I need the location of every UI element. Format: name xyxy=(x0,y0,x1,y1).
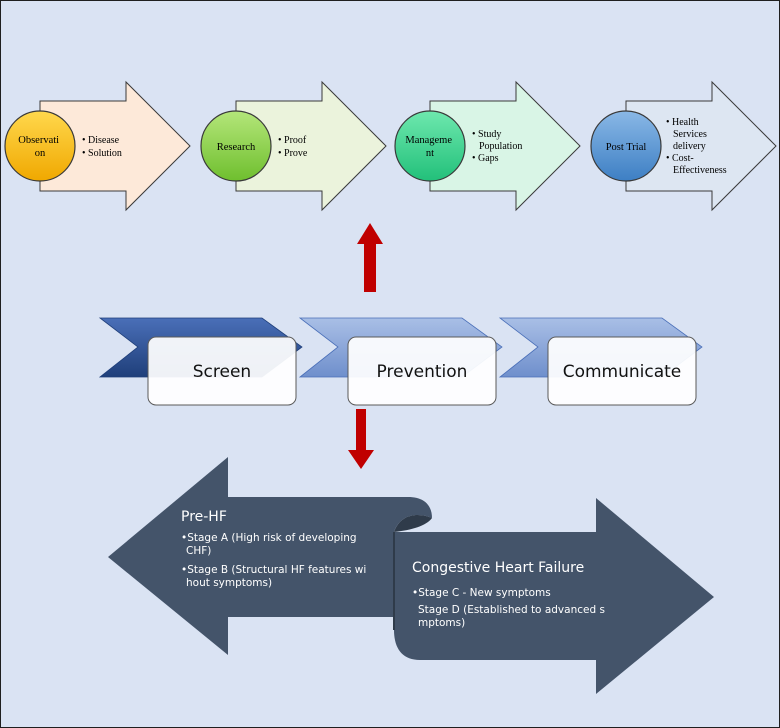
process-box xyxy=(547,336,697,406)
phase-bullets: • Health Services delivery • Cost- Effec… xyxy=(666,117,727,176)
phase-bullets: • Disease • Solution xyxy=(82,135,122,159)
phase-management: Manageme nt • Study Population • Gaps xyxy=(394,80,581,212)
phase-arrow xyxy=(235,80,387,212)
phase-research: Research • Proof • Prove xyxy=(200,80,387,212)
phase-arrow xyxy=(429,80,581,212)
process-box-screen: Screen xyxy=(147,336,297,406)
phase-circle xyxy=(4,110,76,182)
phase-circle-label: Manageme nt xyxy=(405,135,454,159)
chf-items: •Stage C - New symptoms Stage D (Establi… xyxy=(412,587,608,629)
process-label: Prevention xyxy=(377,362,468,382)
phase-arrow xyxy=(625,80,777,212)
process-box xyxy=(147,336,297,406)
scroll-curl xyxy=(394,514,432,532)
chf-arrow xyxy=(394,498,714,694)
phase-post-trial: Post Trial • Health Services delivery • … xyxy=(590,80,777,212)
phase-circle xyxy=(200,110,272,182)
phase-bullets: • Proof • Prove xyxy=(278,135,309,159)
phase-circle-label: Post Trial xyxy=(606,142,647,153)
process-row: Screen Prevention Communicate xyxy=(98,317,703,406)
heart-failure-arrows: Pre-HF •Stage A (High risk of developing… xyxy=(108,457,714,694)
phase-circle xyxy=(590,110,662,182)
process-box-communicate: Communicate xyxy=(547,336,697,406)
process-box-prevention: Prevention xyxy=(347,336,497,406)
phase-bullets: • Study Population • Gaps xyxy=(472,129,525,164)
prehf-arrow xyxy=(108,457,432,655)
phase-row: Observati on • Disease • Solution Resear… xyxy=(4,80,777,212)
phase-circle-label: Observati on xyxy=(18,135,61,159)
prehf-items: •Stage A (High risk of developing CHF) •… xyxy=(181,532,370,589)
phase-observation: Observati on • Disease • Solution xyxy=(4,80,191,212)
phase-circle xyxy=(394,110,466,182)
chf-title: Congestive Heart Failure xyxy=(412,560,584,576)
process-box xyxy=(347,336,497,406)
up-arrow-icon xyxy=(357,223,383,292)
phase-circle-label: Research xyxy=(217,142,256,153)
down-arrow-icon xyxy=(348,409,374,469)
process-label: Screen xyxy=(193,362,251,382)
phase-arrow xyxy=(39,80,191,212)
process-label: Communicate xyxy=(563,362,682,382)
prehf-title: Pre-HF xyxy=(181,509,227,525)
